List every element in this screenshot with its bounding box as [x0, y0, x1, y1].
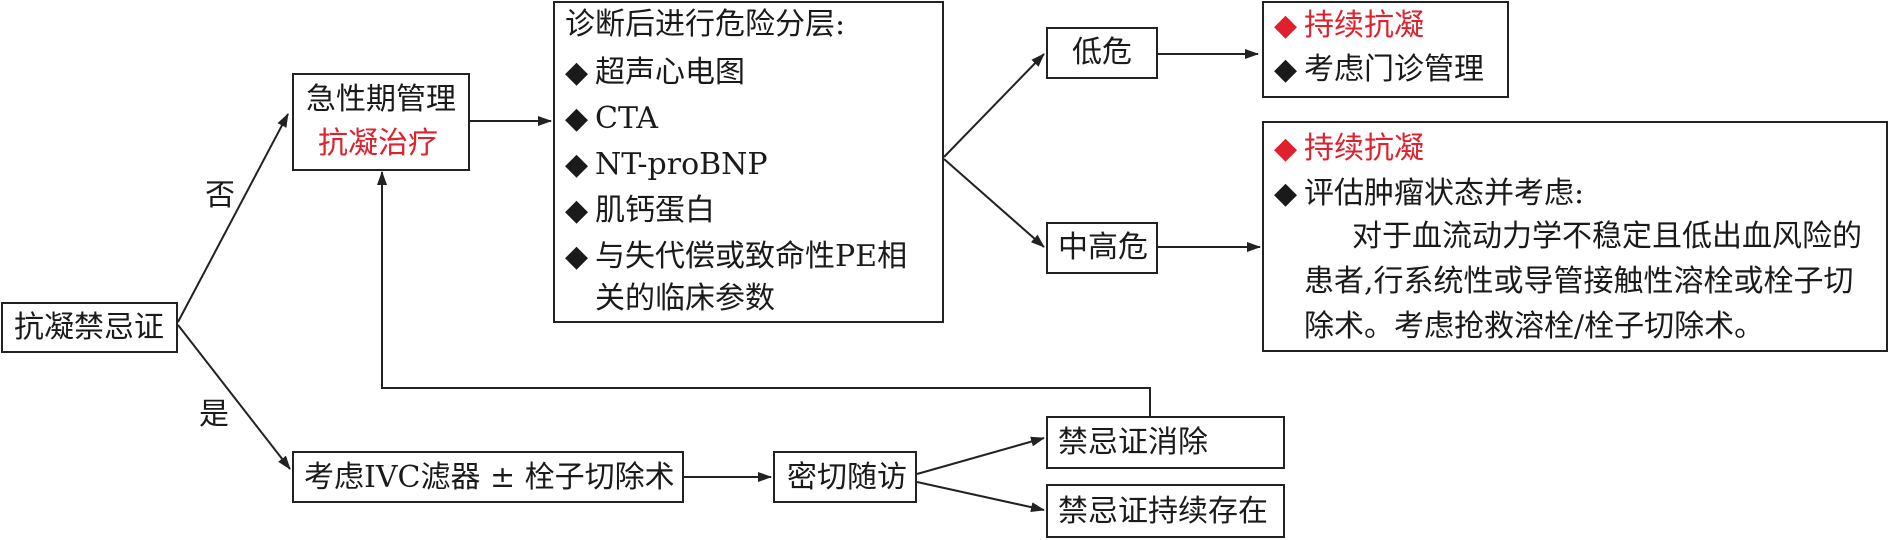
node-acute-management: 急性期管理 抗凝治疗 [292, 73, 470, 171]
node-close-follow-up: 密切随访 [773, 451, 917, 503]
diamond-bullet-icon: ◆ [565, 147, 589, 182]
node-contraindication-label: 抗凝禁忌证 [14, 310, 164, 345]
strat-item-2: ◆CTA [565, 99, 658, 139]
arrow-follow-to-persist [916, 481, 1045, 513]
edge-label-yes: 是 [199, 397, 229, 432]
arrow-start-to-ivc [177, 324, 291, 470]
arrow-strat-to-low [943, 53, 1045, 158]
diamond-bullet-icon: ◆ [565, 239, 589, 274]
mid-action-para-1: 对于血流动力学不稳定且低出血风险的 [1352, 219, 1862, 254]
diamond-bullet-icon: ◆ [565, 101, 589, 136]
node-contraindication-persists-label: 禁忌证持续存在 [1058, 494, 1268, 529]
mid-action-para-2: 患者,行系统性或导管接触性溶栓或栓子切 [1304, 264, 1854, 299]
node-contraindication-persists: 禁忌证持续存在 [1046, 484, 1285, 538]
arrow-start-to-acute [177, 113, 289, 323]
mid-action-2: ◆评估肿瘤状态并考虑: [1274, 174, 1584, 214]
node-low-risk-actions: ◆持续抗凝 ◆考虑门诊管理 [1262, 1, 1509, 98]
arrow-resolved-back-to-acute [377, 171, 1151, 416]
node-ivc-filter: 考虑IVC滤器 ± 栓子切除术 [292, 451, 684, 503]
node-low-risk: 低危 [1046, 27, 1158, 79]
diamond-bullet-icon: ◆ [1274, 131, 1298, 166]
node-risk-stratification: 诊断后进行危险分层: ◆超声心电图 ◆CTA ◆NT-proBNP ◆肌钙蛋白 … [553, 1, 944, 323]
diamond-bullet-icon: ◆ [1274, 8, 1298, 43]
strat-item-1: ◆超声心电图 [565, 53, 745, 93]
node-contraindication: 抗凝禁忌证 [1, 302, 178, 353]
node-ivc-filter-label: 考虑IVC滤器 ± 栓子切除术 [304, 460, 675, 495]
acute-line-1: 急性期管理 [306, 82, 456, 117]
edge-label-no: 否 [205, 178, 235, 213]
mid-action-para-3: 除术。考虑抢救溶栓/栓子切除术。 [1304, 309, 1765, 344]
low-action-1: ◆持续抗凝 [1274, 6, 1424, 46]
mid-action-1: ◆持续抗凝 [1274, 129, 1424, 169]
strat-item-3: ◆NT-proBNP [565, 145, 768, 185]
acute-line-2: 抗凝治疗 [318, 126, 438, 161]
node-contraindication-resolved-label: 禁忌证消除 [1058, 425, 1208, 460]
strat-item-5-continued: 关的临床参数 [595, 281, 775, 316]
diamond-bullet-icon: ◆ [1274, 176, 1298, 211]
node-midhigh-risk-actions: ◆持续抗凝 ◆评估肿瘤状态并考虑: 对于血流动力学不稳定且低出血风险的 患者,行… [1262, 121, 1888, 352]
low-action-2: ◆考虑门诊管理 [1274, 50, 1484, 90]
diamond-bullet-icon: ◆ [565, 55, 589, 90]
strat-title: 诊断后进行危险分层: [565, 7, 846, 42]
arrow-follow-to-resolved [916, 436, 1045, 475]
node-contraindication-resolved: 禁忌证消除 [1046, 416, 1285, 469]
diamond-bullet-icon: ◆ [565, 193, 589, 228]
diamond-bullet-icon: ◆ [1274, 52, 1298, 87]
strat-item-5: ◆与失代偿或致命性PE相 [565, 237, 907, 277]
node-midhigh-risk-label: 中高危 [1058, 230, 1148, 265]
arrow-strat-to-midhigh [943, 158, 1045, 248]
strat-item-4: ◆肌钙蛋白 [565, 191, 715, 231]
node-close-follow-up-label: 密切随访 [787, 460, 907, 495]
node-low-risk-label: 低危 [1072, 35, 1132, 70]
node-midhigh-risk: 中高危 [1046, 222, 1158, 274]
